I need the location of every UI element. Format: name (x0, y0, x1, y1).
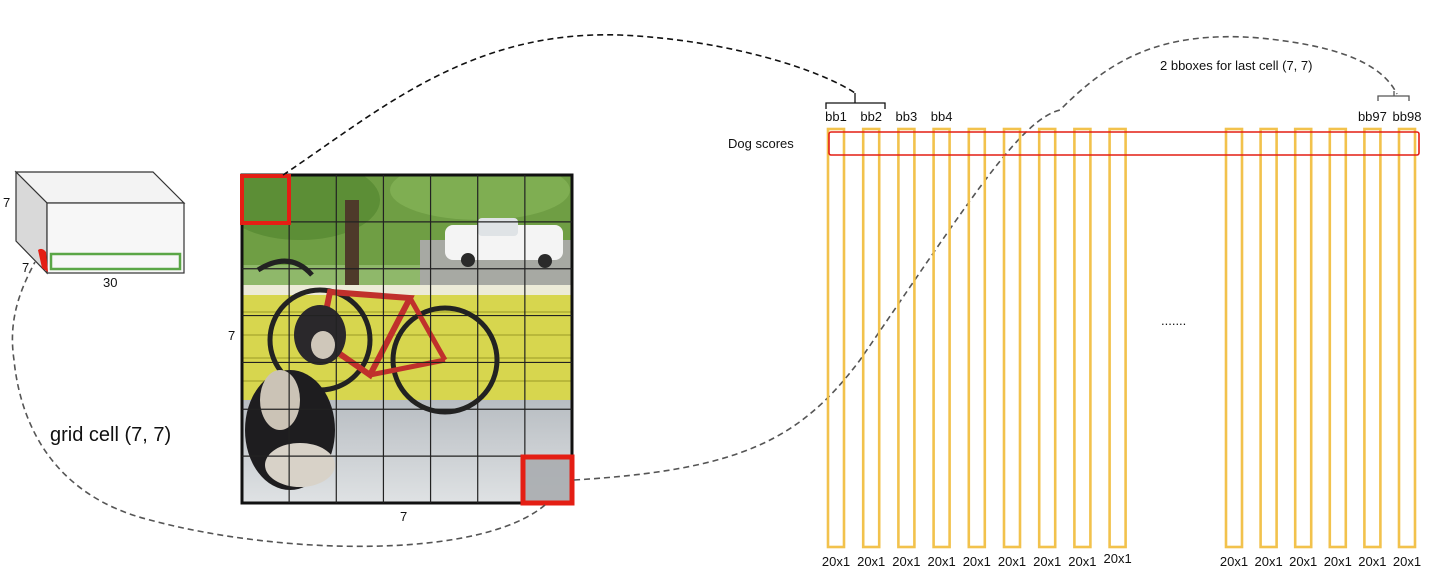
bbox-bar (1397, 127, 1417, 549)
bar-size-label: 20x1 (822, 554, 850, 569)
dashed-connectors (11, 34, 1398, 548)
bar-size-label: 20x1 (1254, 554, 1282, 569)
dog-scores-label: Dog scores (728, 136, 794, 151)
output-tensor-cube: 7 7 30 (3, 170, 186, 290)
ellipsis: ....... (1161, 313, 1186, 328)
cube-grid-cell-stripe (49, 252, 182, 271)
grid-cell-7-7-highlight (520, 454, 575, 506)
cube-depth-label: 7 (22, 260, 29, 275)
image-cols-label: 7 (400, 509, 407, 524)
dog-scores-row-box (828, 131, 1420, 156)
bar-size-label: 20x1 (1289, 554, 1317, 569)
bbox-bar (967, 127, 987, 549)
bbox-bar (1002, 127, 1022, 549)
photo-border (240, 173, 574, 505)
bbox-score-bars: 20x1 20x1 20x1 20x1 20x1 20x1 20x1 20x1 20x1 20x1… (822, 109, 1422, 569)
bar-size-label: 20x1 (1103, 551, 1131, 566)
bar-size-label: 20x1 (963, 554, 991, 569)
bar-top-label: bb97 (1358, 109, 1387, 124)
bar-size-label: 20x1 (892, 554, 920, 569)
image-grid-lines (242, 175, 572, 503)
cube-red-marker (38, 248, 48, 272)
bbox-bar (826, 127, 846, 549)
bbox-bar (1259, 127, 1278, 549)
connector-cell-to-cube (11, 261, 546, 548)
bar-size-label: 20x1 (927, 554, 955, 569)
bar-size-label: 20x1 (1324, 554, 1352, 569)
bracket-bb1-bb2 (825, 93, 886, 109)
connector-cell-to-bb1-bb2 (282, 34, 856, 176)
bar-size-label: 20x1 (1220, 554, 1248, 569)
bar-size-label: 20x1 (857, 554, 885, 569)
bbox-bar (1224, 127, 1244, 549)
bbox-bar (1328, 127, 1348, 549)
bbox-bar (861, 127, 881, 549)
bar-top-label: bb98 (1393, 109, 1422, 124)
bar-top-label: bb2 (860, 109, 882, 124)
bar-top-label: bb1 (825, 109, 847, 124)
bar-size-label: 20x1 (1358, 554, 1386, 569)
input-image: 7 7 (228, 173, 575, 524)
grid-cell-label: grid cell (7, 7) (50, 424, 171, 446)
bracket-bb97-bb98 (1377, 91, 1410, 101)
bbox-bar (1037, 127, 1057, 549)
annotation-label: 2 bboxes for last cell (7, 7) (1160, 58, 1312, 73)
bar-size-label: 20x1 (1393, 554, 1421, 569)
cube-height-label: 7 (3, 195, 10, 210)
bbox-bar (1073, 127, 1092, 549)
bar-top-label: bb3 (896, 109, 918, 124)
bbox-bar (932, 127, 951, 549)
grid-cell-1-1-highlight (240, 174, 291, 225)
bar-size-label: 20x1 (998, 554, 1026, 569)
connector-cell-to-bb97-bb98 (573, 35, 1398, 481)
bbox-bar (1293, 127, 1313, 549)
bbox-bar (1108, 127, 1127, 549)
bar-size-label: 20x1 (1068, 554, 1096, 569)
cube-front-face (46, 202, 185, 274)
image-rows-label: 7 (228, 328, 235, 343)
bar-size-label: 20x1 (1033, 554, 1061, 569)
bbox-bar (1363, 127, 1382, 549)
cube-width-label: 30 (103, 275, 117, 290)
bbox-bar (897, 127, 916, 549)
photo-scene (242, 175, 572, 503)
bar-top-label: bb4 (931, 109, 953, 124)
